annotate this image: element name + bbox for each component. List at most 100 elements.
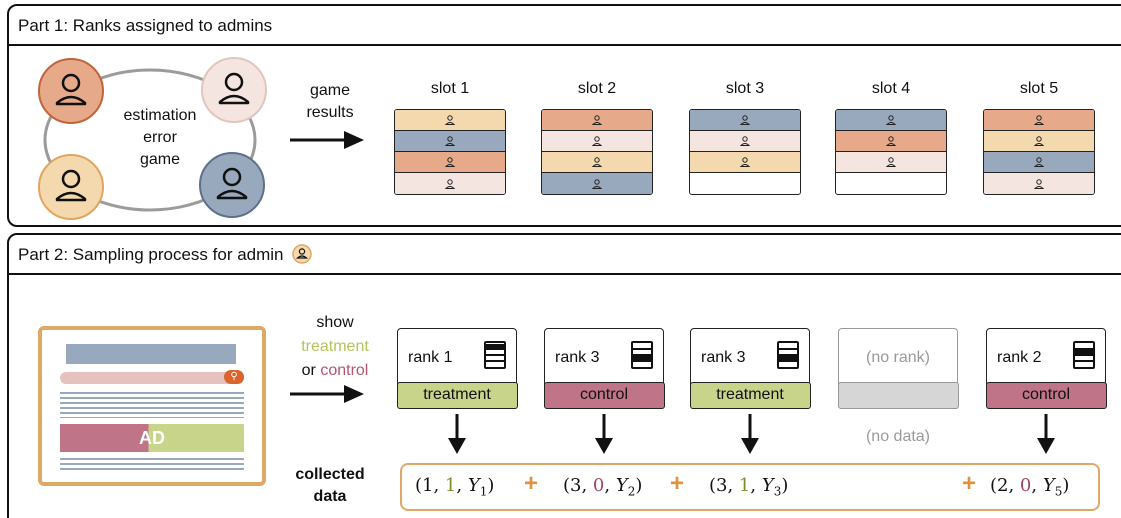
user-icon [1033,178,1045,189]
rank-icon-line [1075,360,1093,362]
plus-sign: + [670,470,685,497]
game-label-line1: estimation [123,107,197,124]
slot-row-admin [836,110,946,131]
collected-label-line2: data [313,488,347,505]
show-arrow [290,385,364,403]
rank-card-4: (no rank) [837,328,959,409]
user-icon [201,57,267,123]
user-icon [739,115,751,125]
down-arrow-1 [448,414,466,454]
show-text: show [316,314,354,331]
webpage-header-bar [66,344,236,364]
down-arrow-5 [1037,414,1055,454]
webpage-text-lines-top [60,392,244,418]
slot-label-2: slot 2 [577,80,617,97]
rank-icon-line [486,354,504,356]
user-icon [199,152,265,218]
slot-row-admin [690,110,800,131]
rank-icon-line [633,348,651,350]
game-label-line2: error [143,129,177,146]
treatment-indicator: 0 [592,475,605,496]
slot-row-admin [984,173,1094,194]
user-icon [444,157,456,167]
part2-title: Part 2: Sampling process for admin [18,245,284,264]
user-icon [591,115,603,125]
slot-label-4: slot 4 [871,80,911,97]
rank-icon-line [779,360,797,362]
rank-icon-highlight [633,356,651,360]
slot-row-admin [836,131,946,152]
no-data-note: (no data) [865,428,931,445]
slot-row-admin [984,152,1094,173]
slot-5 [983,109,1095,195]
admin-avatar-blue [198,151,266,224]
user-icon [591,157,603,167]
slot-4 [835,109,947,195]
user-icon [1033,115,1045,125]
slot-row-admin [542,131,652,152]
user-icon [739,157,751,167]
slot-row-admin [836,152,946,173]
game-results-arrow [290,131,364,149]
treatment-tag: treatment [396,381,518,409]
part1-title: Part 1: Ranks assigned to admins [9,6,1121,46]
slot-row-empty [836,173,946,194]
user-icon [885,157,897,167]
part2-title-bar: Part 2: Sampling process for admin [9,235,1121,275]
rank-card-label: rank 3 [701,349,746,366]
treatment-indicator: 0 [1019,475,1032,496]
rank-icon-line [779,348,797,350]
slot-row-admin [395,131,505,152]
rank-icon-line [486,360,504,362]
collected-tuple-3: (3, 1, Y3) [709,475,789,499]
rank-icon-highlight [1075,350,1093,354]
webpage-search-bar: ⚲ [60,370,244,384]
collected-label: collected data [275,464,385,508]
show-label: show treatment or control [280,311,390,383]
rank-icon-line [1075,354,1093,356]
show-treatment-text: treatment [301,338,369,355]
user-icon [38,58,104,124]
rank-position-icon [484,341,506,369]
slot-label-5: slot 5 [1019,80,1059,97]
user-icon [591,178,603,189]
slot-2 [541,109,653,195]
user-icon [1033,157,1045,167]
admin-peach-icon [292,244,312,264]
rank-card-label: (no rank) [865,349,931,366]
game-results-label: game results [285,80,375,124]
treatment-indicator: 1 [444,475,457,496]
slot-row-admin [395,152,505,173]
rank-card-5: rank 2 control [985,328,1107,409]
rank-position-icon [777,341,799,369]
user-icon [885,115,897,125]
collected-tuple-4: (2, 0, Y5) [990,475,1070,499]
collected-label-line1: collected [295,466,365,483]
treatment-indicator: 1 [738,475,751,496]
slot-3 [689,109,801,195]
user-icon [591,136,603,146]
rank-icon-line [633,354,651,356]
game-label-line3: game [139,151,181,168]
rank-card-2: rank 3 control [543,328,665,409]
plus-sign: + [524,470,539,497]
admin-avatar-pink [200,56,268,129]
slot-label-3: slot 3 [725,80,765,97]
user-icon [444,178,456,189]
empty-tag [837,381,959,409]
control-tag: control [543,381,665,409]
slot-row-admin [395,173,505,194]
rank-icon-line [1075,348,1093,350]
webpage-text-lines-bottom [60,458,244,472]
rank-icon-line [633,360,651,362]
rank-card-label: rank 3 [555,349,600,366]
user-icon [1033,136,1045,146]
webpage-mock: ⚲ AD [38,326,266,486]
treatment-tag: treatment [689,381,811,409]
user-icon [444,136,456,146]
show-or-control-line: or control [280,359,390,383]
rank-card-label: rank 2 [997,349,1042,366]
rank-icon-line [779,354,797,356]
ad-banner: AD [60,424,244,452]
down-arrow-2 [595,414,613,454]
